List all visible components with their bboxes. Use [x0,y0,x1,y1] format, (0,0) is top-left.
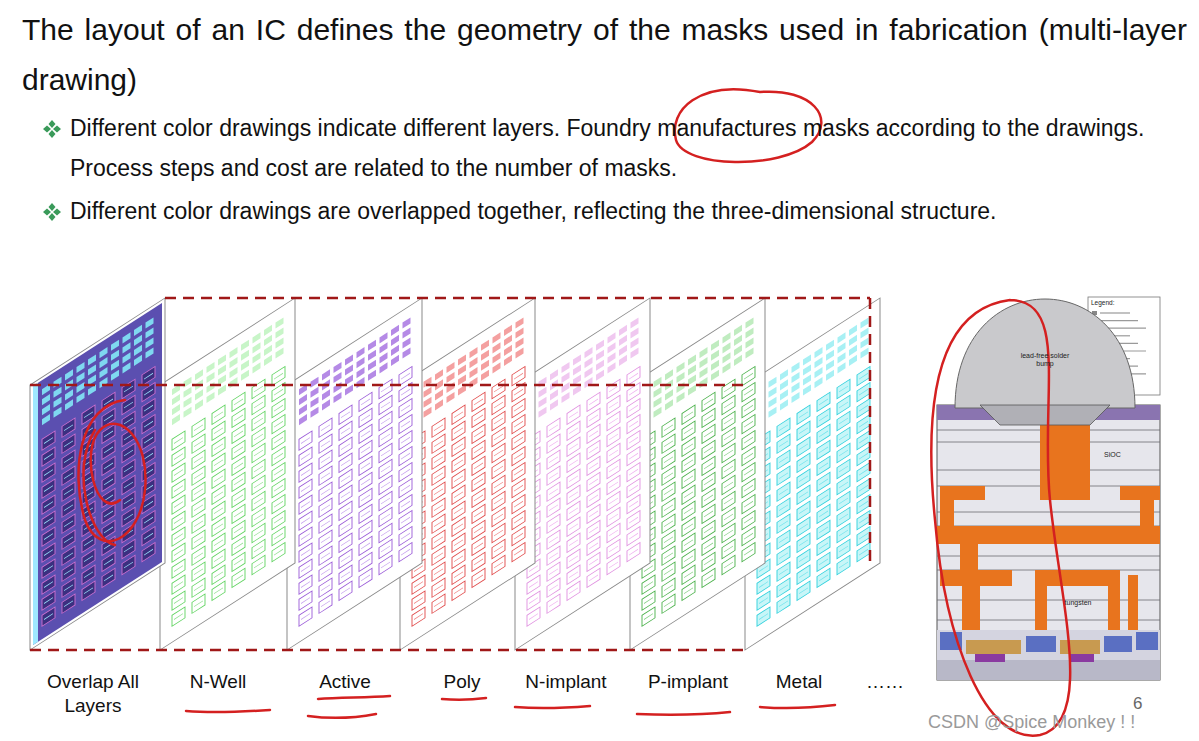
dashed-guides [30,298,870,650]
layer-name: Metal [776,670,822,694]
page-number: 6 [1133,694,1142,714]
mask-layer-panels [30,298,880,650]
bullet-text: Different color drawings are overlapped … [70,191,1195,231]
layer-name: P-implant [648,670,728,694]
mask-panel [287,298,422,650]
bullet-text: Different color drawings indicate differ… [70,108,1195,188]
hand-annotations [78,89,1070,735]
legend-heading: Legend: [1091,299,1115,307]
slide-title: The layout of an IC defines the geometry… [22,5,1187,105]
layer-name: Poly [444,670,481,694]
mask-panel [30,298,165,650]
bullet-symbols [43,120,61,221]
watermark: CSDN @Spice Monkey ! ! [928,711,1135,733]
part-label: tungsten [1065,598,1092,607]
layer-name: Active [319,670,371,694]
ellipsis: …… [866,670,904,694]
part-label: SiOC [1104,450,1121,459]
layer-name: N-Well [190,670,247,694]
layer-name: N-implant [525,670,606,694]
layer-name: Overlap All Layers [46,670,141,718]
mask-panel [160,298,295,650]
part-label: lead-free solder bump [1019,352,1071,368]
